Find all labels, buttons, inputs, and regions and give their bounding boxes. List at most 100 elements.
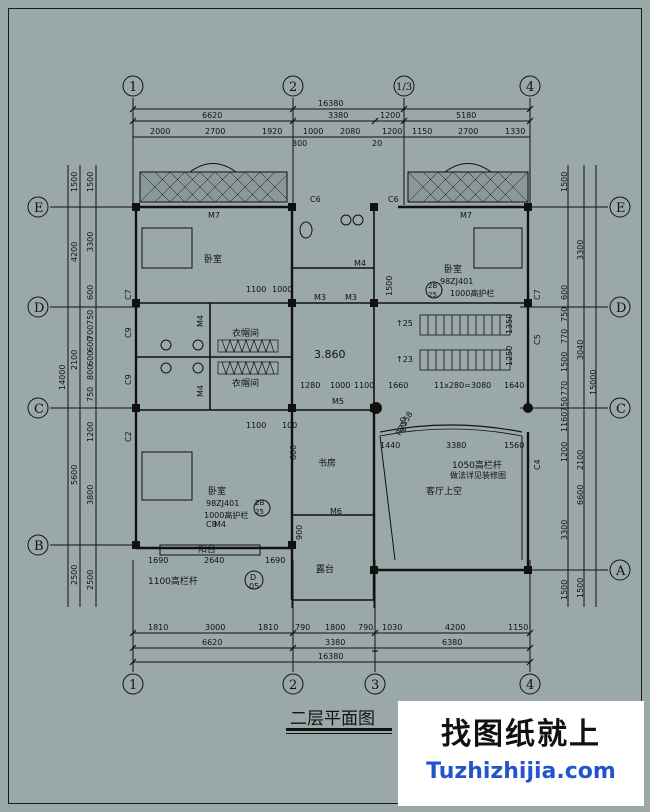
dim-right-sub-10: 3300 [560, 520, 569, 540]
window-c8: C8 [206, 520, 217, 529]
note-dim-1100b: 1100 [246, 421, 266, 430]
dim-bot-bay-3: 6380 [442, 638, 462, 647]
dim-right-sub-9: 1200 [560, 442, 569, 462]
dim-top-sub-3: 1920 [262, 127, 282, 136]
title-underline-thin [286, 733, 392, 734]
dim-left-sub-7: 1200 [86, 422, 95, 442]
stair-up-25: ↑25 [396, 319, 413, 328]
level-mark: 3.860 [314, 348, 346, 361]
stair-dim-1250: 1250 [505, 346, 514, 366]
door-m4-2: M4 [196, 385, 205, 397]
window-c9-2: C9 [124, 374, 133, 385]
note-ref2-code: 98ZJ401 [206, 499, 239, 508]
door-m3-1: M3 [314, 293, 326, 302]
dim-left-bay-1: 1500 [70, 172, 79, 192]
axis-top-1: 1 [129, 80, 137, 95]
axis-top-2: 2 [289, 80, 297, 95]
door-m7-1: M7 [208, 211, 220, 220]
note-dim-1690a: 1690 [148, 556, 168, 565]
dim-left-bay-3: 2100 [70, 350, 79, 370]
note-ref1-n1: 2B [428, 282, 437, 290]
note-rail-1100: 1100高栏杆 [148, 575, 198, 587]
dim-right-sub-6: 770 [560, 381, 569, 396]
note-dim-1500: 1500 [385, 276, 394, 296]
dim-right-sub-2: 600 [560, 285, 569, 300]
note-dim-600: 600 [289, 445, 298, 460]
dim-left-bay-2: 4200 [70, 242, 79, 262]
room-bedroom-1: 卧室 [204, 253, 222, 265]
axis-bottom-3: 3 [371, 678, 379, 693]
dim-top-bay-3: 1200 [380, 111, 400, 120]
dim-bot-bay-1: 6620 [202, 638, 222, 647]
dim-bot-sub-8: 4200 [445, 623, 465, 632]
note-dim-1440: 1440 [380, 441, 400, 450]
note-detail-05: 05 [249, 582, 259, 591]
dim-top-bay-4: 5180 [456, 111, 476, 120]
dim-right-sub-3: 750 [560, 307, 569, 322]
room-balcony: 阳台 [198, 543, 216, 555]
dim-left-bay-5: 2500 [70, 565, 79, 585]
dim-left-sub-8: 3800 [86, 485, 95, 505]
dim-left-sub-10: 700 [86, 325, 95, 340]
window-c2: C2 [124, 431, 133, 442]
dim-bot-sub-4: 790 [295, 623, 310, 632]
note-dim-1690b: 1690 [265, 556, 285, 565]
axis-right-d: D [616, 301, 626, 316]
window-c7-2: C7 [533, 289, 542, 300]
dim-right-total: 15000 [589, 370, 598, 395]
stair-dim-1350: 1350 [505, 314, 514, 334]
dim-top-sub-2: 2700 [205, 127, 225, 136]
room-living-void: 客厅上空 [426, 485, 462, 497]
title-underline-thick [286, 728, 392, 731]
dim-right-bay-4: 6600 [576, 485, 585, 505]
note-ref2-n2: 25 [255, 508, 264, 516]
room-closet-2: 衣帽间 [232, 377, 259, 389]
room-closet-1: 衣帽间 [232, 327, 259, 339]
dim-top-sub-8: 2700 [458, 127, 478, 136]
dim-right-bay-2: 3040 [576, 340, 585, 360]
axis-right-c: C [616, 402, 626, 417]
dim-left-sub-11: 800 [86, 365, 95, 380]
stair-dim-1660: 1660 [388, 381, 408, 390]
dim-top-small-2: 20 [372, 139, 382, 148]
note-ref1-n2: 25 [428, 291, 437, 299]
dim-top-sub-9: 1330 [505, 127, 525, 136]
door-m7-2: M7 [460, 211, 472, 220]
note-detail-d: D [250, 573, 256, 582]
note-dim-100: 100 [282, 421, 297, 430]
note-dim-1560: 1560 [504, 441, 524, 450]
stair-dim-1100: 1100 [354, 381, 374, 390]
axis-top-1-3: 1/3 [396, 82, 412, 93]
window-c7-1: C7 [124, 289, 133, 300]
note-dim-1000b: 1000 [272, 285, 292, 294]
dim-left-sub-6: 750 [86, 387, 95, 402]
drawing-frame [8, 8, 642, 804]
dim-right-sub-11: 1500 [560, 580, 569, 600]
dim-right-bay-1: 3300 [576, 240, 585, 260]
note-dim-1100a: 1100 [246, 285, 266, 294]
door-m4-1: M4 [196, 315, 205, 327]
dim-top-bay-1: 6620 [202, 111, 222, 120]
stair-up-23: ↑23 [396, 355, 413, 364]
note-dim-2640: 2640 [204, 556, 224, 565]
note-rail-1050: 1050高栏杆 [452, 459, 502, 471]
dim-left-total: 14000 [58, 365, 67, 390]
axis-left-b: B [34, 539, 44, 554]
dim-top-sub-1: 2000 [150, 127, 170, 136]
window-c6-1: C6 [310, 195, 321, 204]
axis-bottom-1: 1 [129, 678, 137, 693]
room-bedroom-3: 卧室 [208, 485, 226, 497]
dim-right-sub-8: 1160 [560, 412, 569, 432]
axis-left-e: E [34, 201, 44, 216]
room-bedroom-2: 卧室 [444, 263, 462, 275]
room-study: 书房 [318, 457, 336, 469]
axis-bottom-4: 4 [526, 678, 534, 693]
door-m4-3: M4 [354, 259, 366, 268]
axis-top-4: 4 [526, 80, 534, 95]
window-c6-2: C6 [388, 195, 399, 204]
dim-right-bay-3: 2100 [576, 450, 585, 470]
dim-top-sub-6: 1200 [382, 127, 402, 136]
dim-right-bay-5: 1500 [576, 578, 585, 598]
dim-bot-sub-1: 1810 [148, 623, 168, 632]
axis-left-d: D [34, 301, 44, 316]
